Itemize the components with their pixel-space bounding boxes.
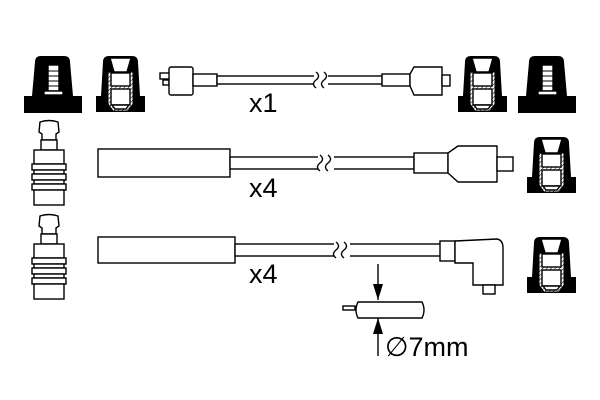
- coil-boot-open: [526, 236, 577, 294]
- angled-connector: [439, 238, 504, 295]
- diameter-label: ∅7mm: [385, 332, 469, 362]
- spark-plug-boot: [31, 119, 67, 206]
- cable-right-connector: [381, 66, 451, 96]
- row-3-angled-cable: x4: [31, 213, 577, 300]
- coil-boot-closed-left: [23, 55, 83, 114]
- coil-boot-open-left: [95, 55, 146, 113]
- spark-plug-boot: [31, 213, 67, 300]
- row-1-coil-cable: x1: [23, 55, 577, 118]
- cable-segment: [329, 156, 415, 170]
- cable-diameter-detail: ∅7mm: [342, 264, 469, 362]
- cable-segment: [345, 243, 442, 257]
- cable-cross-section: [355, 301, 425, 319]
- cable-segment: [234, 243, 341, 257]
- cable-right-connector: [413, 145, 514, 183]
- quantity-label: x1: [249, 88, 278, 118]
- coil-boot-open: [526, 136, 577, 194]
- row-2-straight-cable: x4: [31, 119, 577, 206]
- cable-left-connector: [159, 66, 218, 96]
- coil-boot-closed-right: [517, 55, 577, 114]
- cable-segment: [229, 156, 323, 170]
- straight-boot: [97, 236, 236, 264]
- straight-boot: [97, 148, 231, 178]
- cable-segment: [325, 75, 383, 85]
- cable-segment: [216, 75, 322, 85]
- quantity-label: x4: [249, 173, 278, 203]
- coil-boot-open-right: [457, 55, 508, 113]
- quantity-label: x4: [249, 259, 278, 289]
